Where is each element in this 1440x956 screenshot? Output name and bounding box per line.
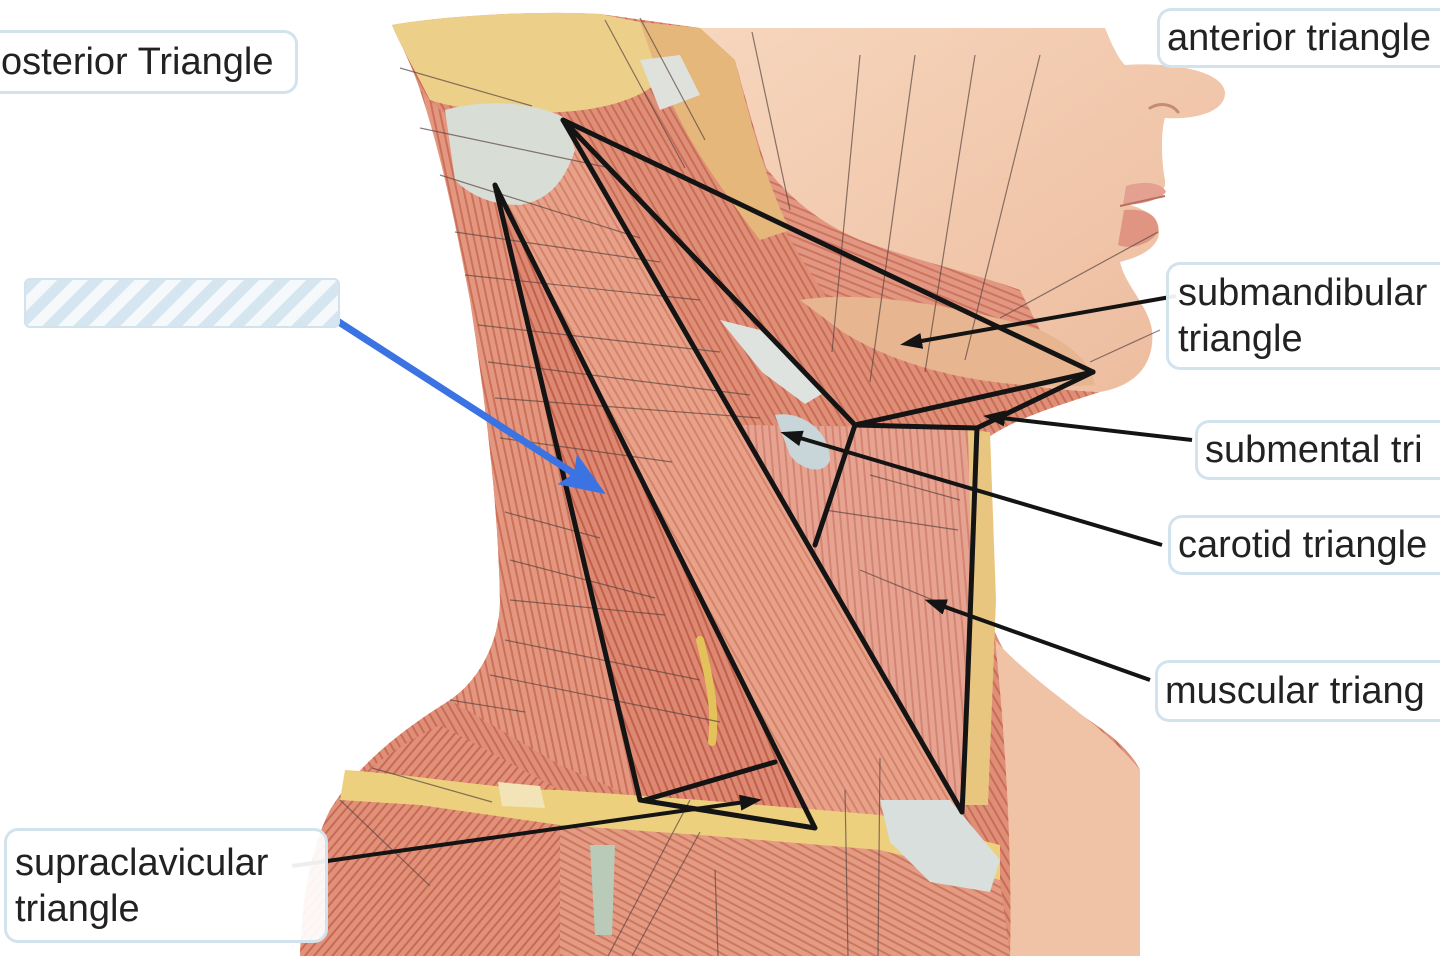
sternal-tendon: [880, 800, 1000, 892]
leader-line: [844, 789, 849, 956]
leader-line: [439, 174, 641, 239]
leader-line: [371, 767, 493, 803]
leader-line: [504, 511, 601, 539]
styloid-tendon: [640, 55, 700, 110]
hidden-answer-label[interactable]: [24, 278, 340, 328]
leader-line: [464, 274, 701, 301]
label-text: osterior Triangle: [1, 41, 274, 83]
leader-line: [831, 54, 861, 353]
leader-line: [504, 639, 701, 681]
pectoral-region: [560, 825, 1010, 956]
leader-lines: [339, 17, 1161, 956]
cephalic-vein: [590, 845, 615, 935]
leader-line: [489, 674, 721, 723]
carotid-pointer: [780, 430, 1163, 547]
leader-line: [607, 799, 691, 956]
nostril: [1148, 103, 1180, 114]
omohyoid-superior-belly-line: [812, 422, 858, 548]
label-anterior-triangle: anterior triangle: [1157, 8, 1440, 68]
infrahyoid-muscles: [739, 425, 977, 812]
label-text-line-1: submandibular: [1178, 272, 1428, 314]
leader-line: [419, 127, 611, 169]
leader-line: [824, 509, 959, 531]
leader-line: [631, 831, 701, 956]
nerve-strand: [696, 636, 718, 746]
leader-line: [714, 869, 719, 956]
leader-line: [399, 67, 533, 107]
label-text-line-2: triangle: [1178, 318, 1303, 360]
leader-line: [487, 361, 751, 396]
leader-line: [869, 474, 961, 501]
leader-line: [604, 19, 686, 169]
supraclavicular-pointer: [291, 794, 762, 868]
upper-lip: [1123, 182, 1166, 205]
acromion: [498, 782, 545, 808]
highlight-arrow: [324, 311, 606, 495]
leader-line: [639, 17, 706, 141]
leader-line: [454, 231, 661, 263]
label-text-line-2: triangle: [15, 887, 140, 930]
label-carotid-triangle: carotid triangle: [1168, 515, 1440, 575]
mouth-line: [1119, 195, 1166, 207]
leader-line: [449, 699, 526, 713]
leader-line: [477, 324, 721, 353]
leader-line: [339, 799, 431, 887]
digastric-tendon: [720, 320, 825, 404]
muscular-pointer: [924, 599, 1151, 682]
label-submental-triangle: submental tri: [1195, 420, 1440, 480]
leader-line: [494, 397, 761, 419]
leader-line: [999, 231, 1159, 319]
leader-line: [1089, 329, 1161, 363]
label-text: anterior triangle: [1167, 17, 1432, 59]
leader-line: [869, 54, 916, 383]
label-supraclavicular-triangle: supraclavicular triangle: [4, 828, 328, 943]
leader-line: [924, 54, 976, 373]
leader-line: [751, 31, 791, 211]
upper-fat-pad: [392, 12, 660, 113]
omohyoid-inferior-belly-line: [642, 759, 778, 803]
leader-line: [509, 599, 666, 616]
midline: [959, 425, 980, 815]
head-layer: [392, 12, 1226, 404]
facial-muscles: [730, 110, 1040, 330]
submental-pointer: [983, 410, 1193, 442]
label-muscular-triangle: muscular triang: [1155, 660, 1440, 722]
mastoid-tendon: [445, 103, 575, 205]
label-submandibular-triangle: submandibular triangle: [1166, 262, 1440, 370]
label-text-line-1: supraclavicular: [15, 841, 269, 884]
label-text: muscular triang: [1165, 670, 1425, 712]
submandibular-pointer: [900, 294, 1177, 349]
label-text: carotid triangle: [1178, 524, 1428, 566]
leader-line: [964, 54, 1041, 361]
front-neck-skin: [995, 640, 1140, 956]
submandibular-gland: [800, 296, 1095, 387]
pointer-arrows: [291, 294, 1193, 868]
label-posterior-triangle: osterior Triangle: [0, 30, 298, 94]
label-text: submental tri: [1205, 429, 1423, 471]
leader-line: [509, 559, 656, 599]
sternocleidomastoid: [495, 120, 962, 838]
leader-line: [877, 757, 881, 956]
